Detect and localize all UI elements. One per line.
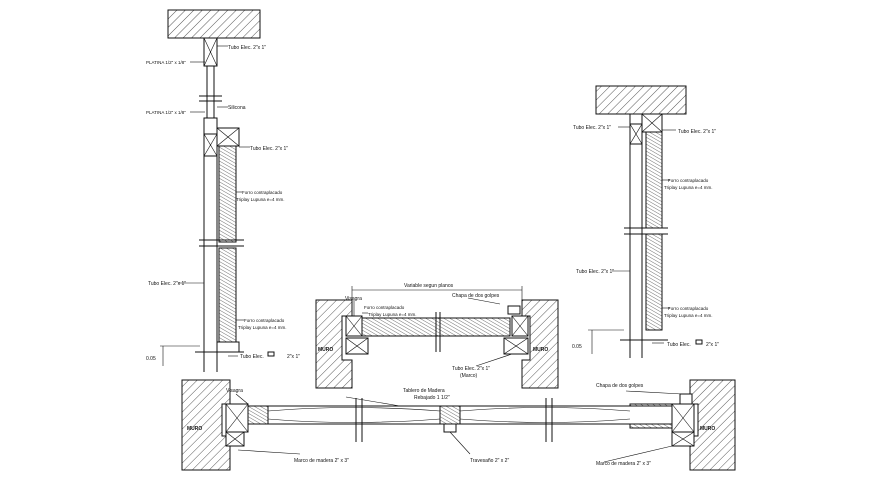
left-label-tubo-base-dim: 2"x 1" bbox=[287, 354, 300, 360]
middle-plan-section: Variable segun planos Visagra Forro cont… bbox=[315, 283, 559, 389]
right-label-forro-bot-1: Forro contraplacado bbox=[668, 306, 709, 311]
left-label-forro-top-2: Triplay Lupuna e=4 mm. bbox=[236, 197, 284, 202]
middle-label-tubo-1: Tubo Elec. 2"x 1" bbox=[452, 366, 490, 372]
middle-span-dim: Variable segun planos bbox=[404, 283, 454, 289]
left-label-platina-1: PLATINA 1/2" x 1/8" bbox=[146, 60, 186, 65]
bottom-travesano bbox=[439, 405, 461, 425]
bottom-wall-right bbox=[689, 379, 736, 471]
right-label-forro-top-1: Forro contraplacado bbox=[668, 178, 709, 183]
left-label-platina-2: PLATINA 1/2" x 1/8" bbox=[146, 110, 186, 115]
door-panel-lower bbox=[218, 247, 237, 343]
left-label-forro-bot-1: Forro contraplacado bbox=[244, 318, 285, 323]
bottom-label-marco-right: Marco de madera 2" x 3" bbox=[596, 461, 651, 467]
left-label-tubo-base: Tubo Elec. bbox=[240, 354, 264, 360]
left-label-tubo-top: Tubo Elec. 2"x 1" bbox=[228, 45, 266, 51]
right-door-panel-lower bbox=[645, 233, 663, 331]
right-label-tubo-left: Tubo Elec. 2"x 1" bbox=[573, 125, 611, 131]
middle-label-muro-left: MURO bbox=[318, 347, 333, 353]
middle-label-muro-right: MURO bbox=[533, 347, 548, 353]
right-door-panel-upper bbox=[645, 131, 663, 229]
bottom-label-tablero-1: Tablero de Madera bbox=[403, 388, 445, 394]
mid-tube bbox=[203, 117, 218, 135]
bottom-label-visagra: Visagra bbox=[226, 388, 243, 394]
left-vertical-section: Tubo Elec. 2"x 1" PLATINA 1/2" x 1/8" PL… bbox=[146, 9, 300, 372]
right-vertical-section: Tubo Elec. 2"x 1" Tubo Elec. 2"x 1" Forr… bbox=[572, 85, 719, 358]
left-label-silicona: Silicona bbox=[228, 105, 246, 111]
right-label-tubo-right: Tubo Elec. 2"x 1" bbox=[678, 129, 716, 135]
right-label-tubo-side: Tubo Elec. 2"x 1" bbox=[576, 269, 614, 275]
bottom-plan-section: Visagra Tablero de Madera Rebajado 1 1/2… bbox=[181, 379, 736, 471]
left-label-forro-top-1: Forro contraplacado bbox=[242, 190, 283, 195]
bottom-label-travesano: Travesaño 2" x 2" bbox=[470, 458, 509, 464]
right-label-tubo-base-dim: 2"x 1" bbox=[706, 342, 719, 348]
right-ceiling-wall bbox=[595, 85, 687, 115]
left-label-tubo-mid: Tubo Elec. 2"x 1" bbox=[250, 146, 288, 152]
middle-label-chapa: Chapa de dos golpes bbox=[452, 293, 500, 299]
middle-wall-left bbox=[315, 299, 353, 389]
ceiling-wall bbox=[167, 9, 261, 39]
right-label-forro-bot-2: Triplay Lupuna e=4 mm. bbox=[664, 313, 712, 318]
bottom-wall-left bbox=[181, 379, 231, 471]
left-dim-height: 0.05 bbox=[146, 356, 156, 362]
right-label-forro-top-2: Triplay Lupuna e=4 mm. bbox=[664, 185, 712, 190]
bottom-label-muro-left: MURO bbox=[187, 426, 202, 432]
door-panel-upper bbox=[218, 145, 237, 243]
right-dim-height: 0.05 bbox=[572, 344, 582, 350]
left-label-forro-bot-2: Triplay Lupuna e=4 mm. bbox=[238, 325, 286, 330]
middle-label-forro-2: Triplay Lupuna e=4 mm. bbox=[368, 312, 416, 317]
bottom-label-tablero-2: Rebajado 1 1/2" bbox=[414, 395, 450, 401]
bottom-label-muro-right: MURO bbox=[700, 426, 715, 432]
middle-label-visagra: Visagra bbox=[345, 296, 362, 302]
middle-label-forro-1: Forro contraplacado bbox=[364, 305, 405, 310]
left-label-tubo-side: Tubo Elec. 2"x 1" bbox=[148, 281, 186, 287]
bottom-label-chapa: Chapa de dos golpes bbox=[596, 383, 644, 389]
right-label-tubo-base: Tubo Elec. bbox=[667, 342, 691, 348]
middle-label-tubo-2: (Marco) bbox=[460, 373, 478, 379]
bottom-label-marco-left: Marco de madera 2" x 3" bbox=[294, 458, 349, 464]
